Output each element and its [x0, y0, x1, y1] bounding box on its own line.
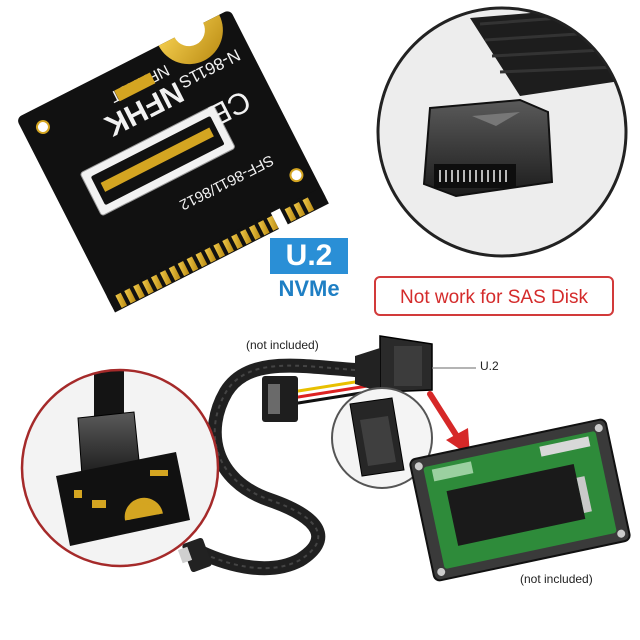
sas-warning-box: Not work for SAS Disk	[374, 276, 614, 316]
u2-enclosure	[409, 418, 631, 582]
cable-not-included-label: (not included)	[246, 338, 319, 352]
sff8612-connector	[80, 105, 235, 216]
zoom-circle-u2-connector	[331, 387, 433, 489]
enclosure-not-included-label: (not included)	[520, 572, 593, 586]
red-arrow-icon	[427, 391, 470, 456]
gold-finger-contacts	[106, 187, 329, 313]
u2-cable-assembly	[177, 335, 433, 576]
badge-nvme-label: NVMe	[278, 276, 340, 301]
zoom-circle-sff8611-plug	[376, 6, 628, 258]
u2-nvme-badge: U.2 NVMe	[270, 238, 348, 301]
u2-connector-label: U.2	[480, 359, 499, 373]
m2-adapter-board: NFHK NFHKST N-8611S SFF-8611/8612 CE	[18, 11, 329, 313]
zoom-circle-board-with-plug	[20, 368, 220, 568]
badge-u2-label: U.2	[270, 238, 348, 274]
